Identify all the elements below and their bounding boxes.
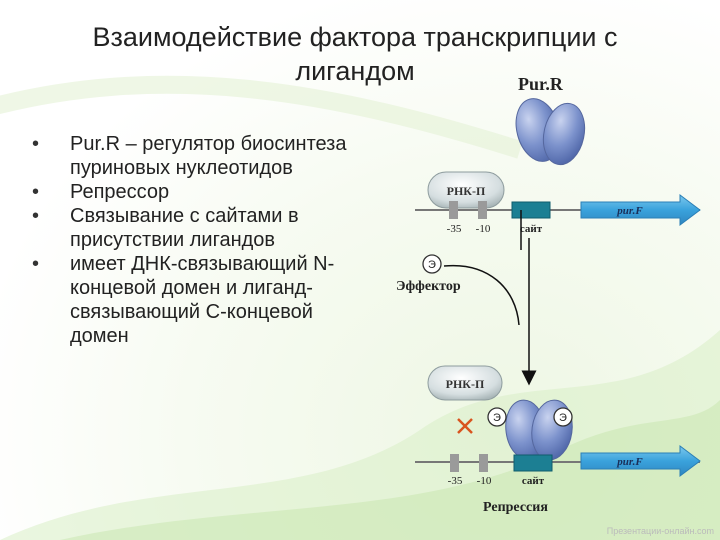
rna-polymerase-bottom: РНК-П <box>427 365 503 401</box>
repression-label: Репрессия <box>483 500 548 515</box>
repressor-ligand-complex <box>505 399 573 461</box>
svg-text:РНК-П: РНК-П <box>446 377 485 391</box>
effector-molecule: Э <box>422 254 442 274</box>
purr-protein <box>515 98 586 166</box>
svg-text:pur.F: pur.F <box>616 456 643 468</box>
bullet-list: Pur.R – регулятор биосинтеза пуриновых н… <box>28 132 368 348</box>
pur-f-gene-arrow-bottom: pur.F <box>580 445 701 477</box>
site-box-bottom <box>513 454 553 472</box>
promoter-minus10-bottom <box>479 454 488 472</box>
svg-text:pur.F: pur.F <box>616 205 643 217</box>
effector-label: Эффектор <box>396 279 461 294</box>
effector-arrow <box>443 264 520 326</box>
promoter-minus35-bottom <box>450 454 459 472</box>
svg-text:РНК-П: РНК-П <box>447 184 486 198</box>
promoter-minus10-top <box>478 201 487 219</box>
pur-f-gene-arrow-top: pur.F <box>580 194 701 226</box>
slide-title: Взаимодействие фактора транскрипции с ли… <box>92 22 618 86</box>
bullet-item: имеет ДНК-связывающий N-концевой домен и… <box>28 252 368 348</box>
site-box-top <box>511 201 551 219</box>
ligand-right: Э <box>553 407 573 427</box>
minus10-bottom-label: -10 <box>477 475 492 487</box>
blocked-cross-icon <box>457 418 473 434</box>
site-top-label: сайт <box>520 223 543 235</box>
site-bottom-label: сайт <box>522 475 545 487</box>
minus35-bottom-label: -35 <box>448 475 463 487</box>
bullet-item: Репрессор <box>28 180 368 204</box>
purr-label: Pur.R <box>518 74 564 94</box>
ligand-left: Э <box>487 407 507 427</box>
promoter-minus35-top <box>449 201 458 219</box>
bullet-item: Pur.R – регулятор биосинтеза пуриновых н… <box>28 132 368 180</box>
svg-text:Э: Э <box>428 259 436 271</box>
svg-text:Э: Э <box>493 412 501 424</box>
minus35-top-label: -35 <box>447 223 462 235</box>
bullet-item: Связывание с сайтами в присутствии лиган… <box>28 204 368 252</box>
rna-polymerase-top: РНК-П <box>427 171 505 209</box>
watermark: Презентации-онлайн.com <box>606 526 714 536</box>
svg-text:Э: Э <box>559 412 567 424</box>
minus10-top-label: -10 <box>476 223 491 235</box>
